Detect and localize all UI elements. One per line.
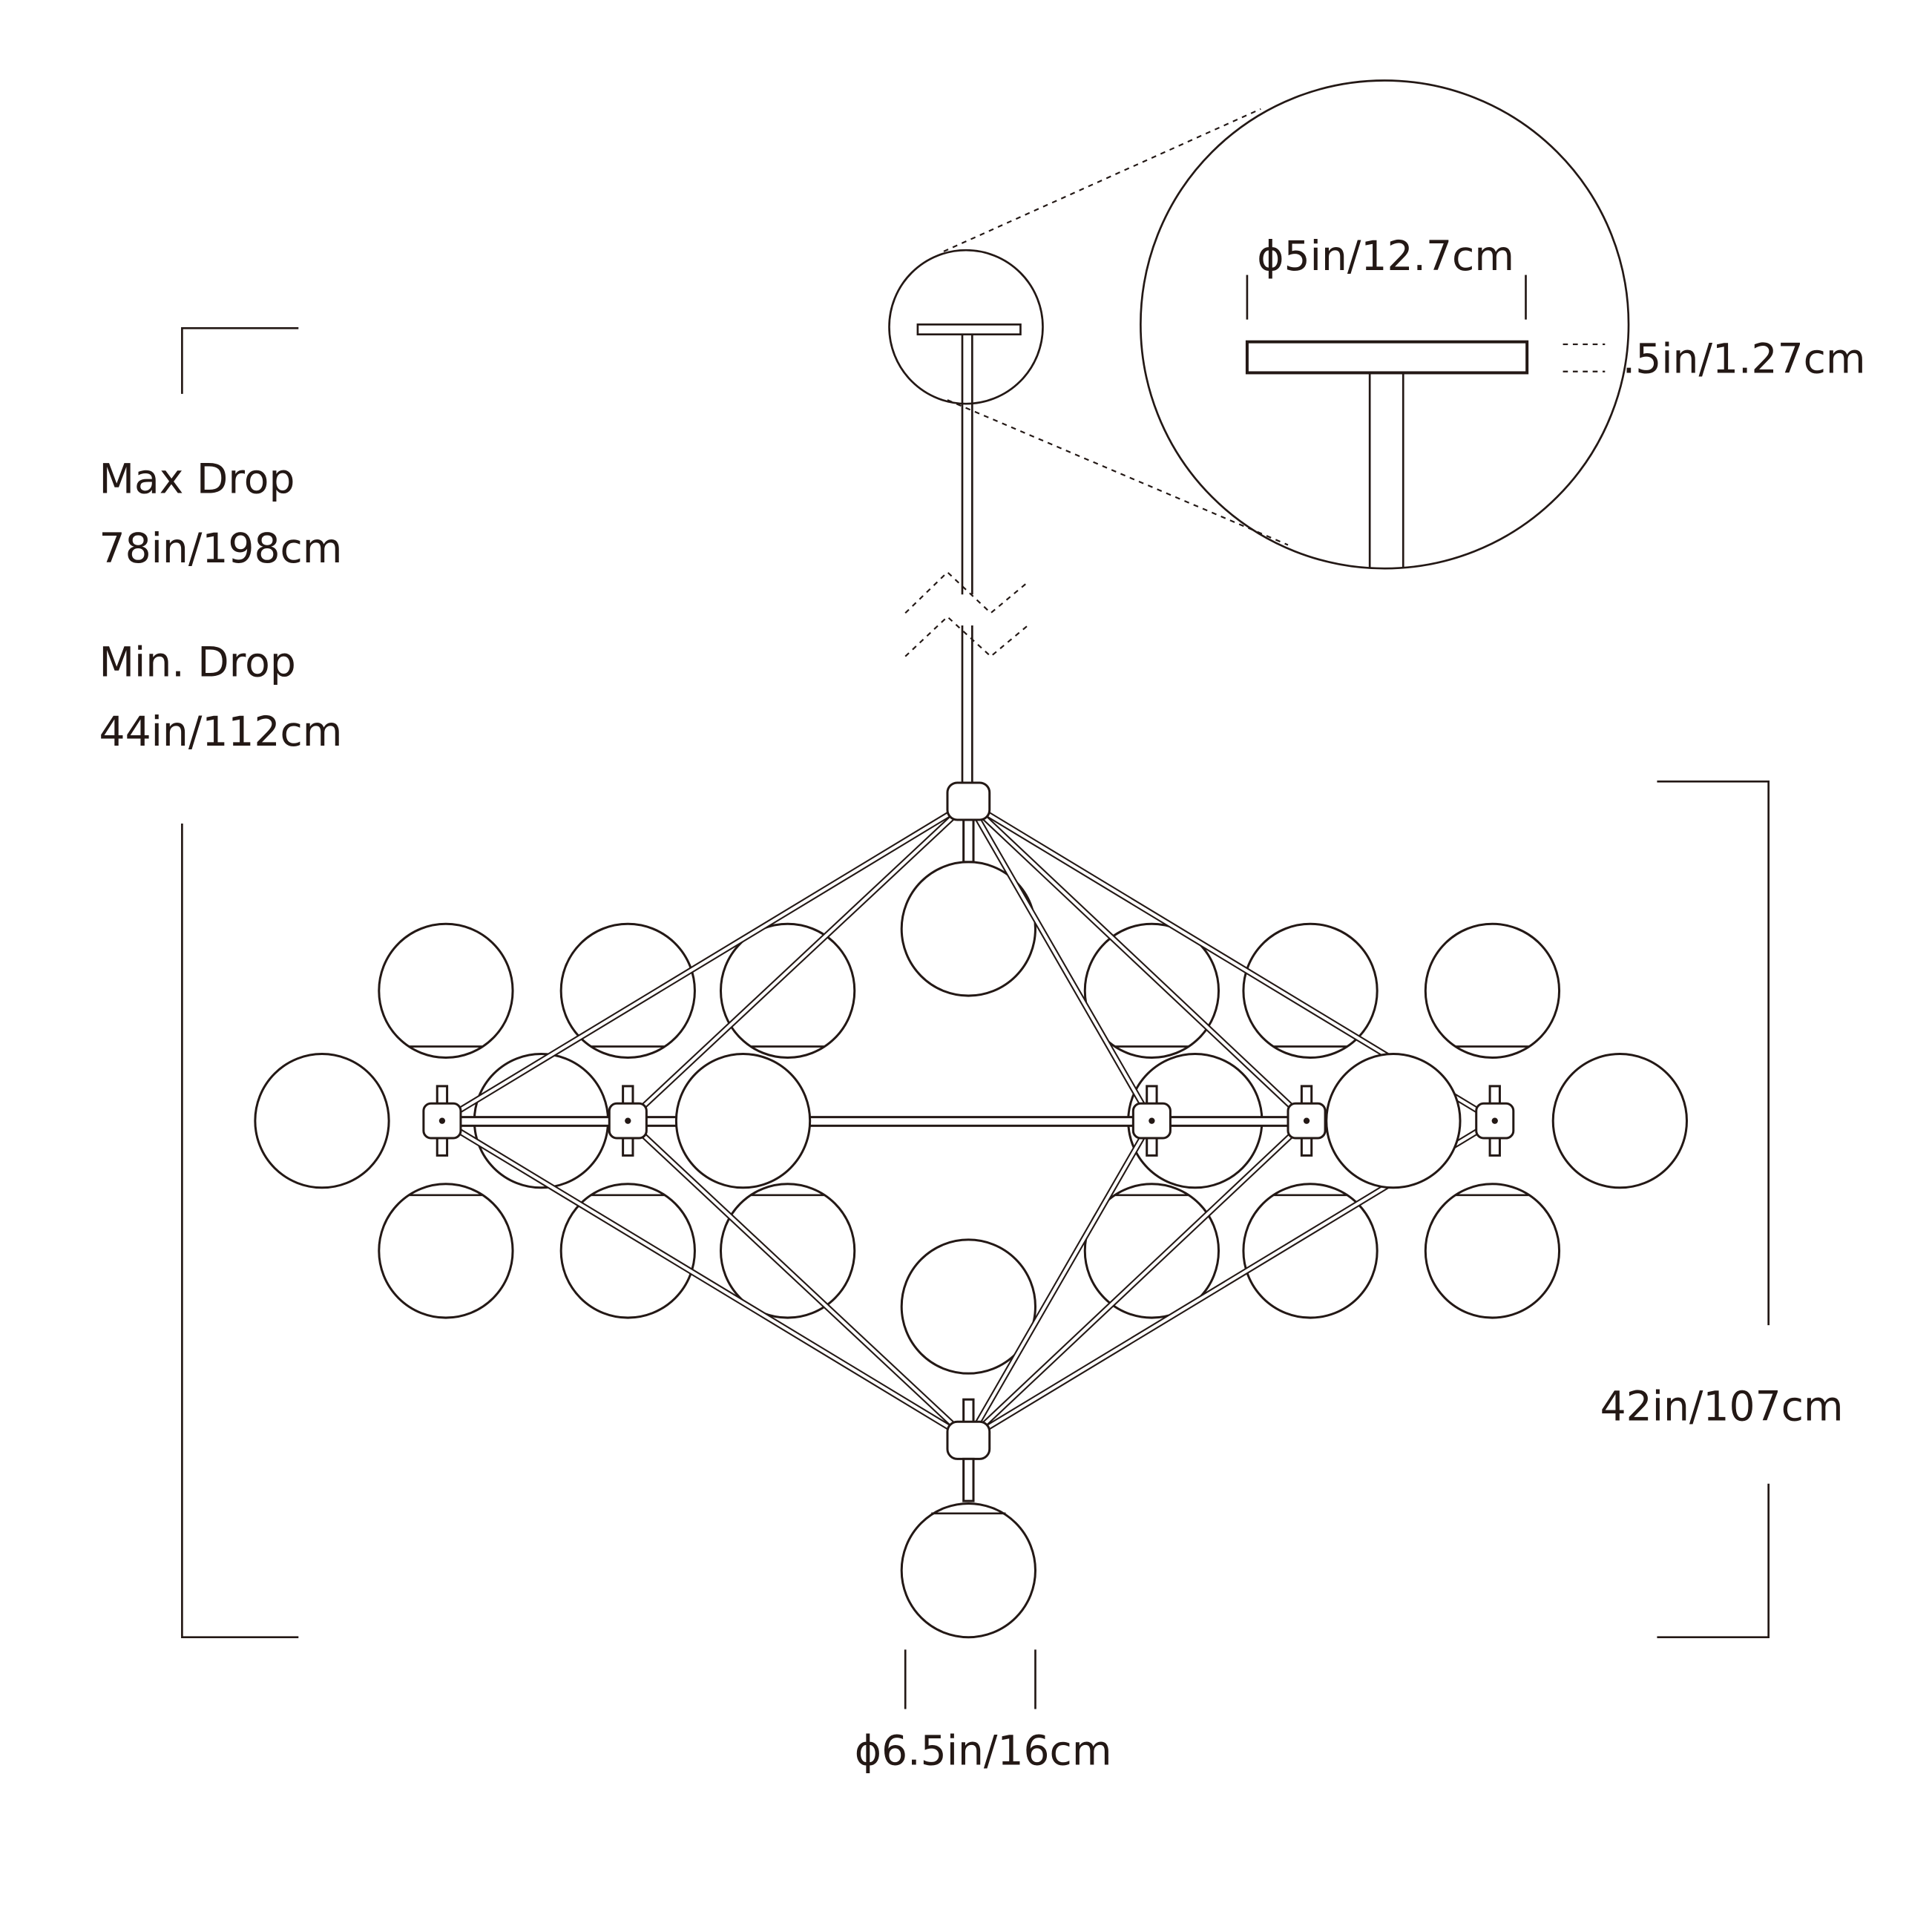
globe xyxy=(378,922,514,1059)
top-socket xyxy=(962,818,975,864)
chandelier-drawing xyxy=(254,781,1688,1639)
fixture-height-label: 42in/107cm xyxy=(1600,1383,1844,1430)
arm-fill xyxy=(967,801,1308,1123)
canopy-thickness-label: .5in/1.27cm xyxy=(1623,335,1866,382)
globe xyxy=(900,1238,1036,1375)
arm-fill xyxy=(441,801,970,1123)
globe xyxy=(674,1053,812,1189)
globe xyxy=(1424,1183,1561,1319)
bottom-hub xyxy=(946,1420,991,1460)
globe-diameter-label: ϕ6.5in/16cm xyxy=(855,1727,1112,1775)
arm-fill xyxy=(967,801,1154,1122)
arm-fill xyxy=(441,1119,970,1441)
arm-fill xyxy=(626,1120,970,1441)
hub-screw xyxy=(1491,1117,1498,1124)
horizontal-rod xyxy=(444,1116,1314,1127)
globe xyxy=(719,1183,856,1319)
globe-dimension-lines xyxy=(904,1649,1036,1709)
globe xyxy=(559,1183,696,1319)
canopy-detail xyxy=(888,79,1630,595)
globe xyxy=(1424,922,1561,1059)
rod-break-symbol xyxy=(904,571,1029,783)
globe xyxy=(559,922,696,1059)
drop-bracket xyxy=(181,327,299,1639)
hub-screw xyxy=(438,1117,446,1124)
globe xyxy=(1083,1183,1220,1319)
bottom-globe xyxy=(900,1502,1036,1639)
canopy-diameter-label: ϕ5in/12.7cm xyxy=(1257,232,1514,280)
globe xyxy=(1083,922,1220,1059)
top-hub xyxy=(946,781,991,821)
max-drop-title: Max Drop xyxy=(99,455,295,502)
hub-screw xyxy=(625,1117,631,1124)
globe xyxy=(378,1183,514,1319)
arm-fill xyxy=(967,1120,1308,1441)
max-drop-value: 78in/198cm xyxy=(99,525,343,572)
min-drop-title: Min. Drop xyxy=(99,638,296,686)
hub-screw xyxy=(1149,1117,1155,1124)
bottom-socket-upper xyxy=(962,1398,975,1426)
globe xyxy=(1551,1053,1688,1189)
globe xyxy=(254,1053,390,1189)
arm-fill xyxy=(967,1120,1154,1440)
min-drop-value: 44in/112cm xyxy=(99,708,343,755)
height-bracket xyxy=(1657,780,1770,1639)
bottom-socket xyxy=(962,1457,975,1502)
globe xyxy=(1325,1053,1462,1189)
globe xyxy=(719,922,856,1059)
arm-fill xyxy=(626,801,970,1123)
globe xyxy=(1242,922,1379,1059)
globe xyxy=(1242,1183,1379,1319)
hub-screw xyxy=(1303,1117,1310,1124)
